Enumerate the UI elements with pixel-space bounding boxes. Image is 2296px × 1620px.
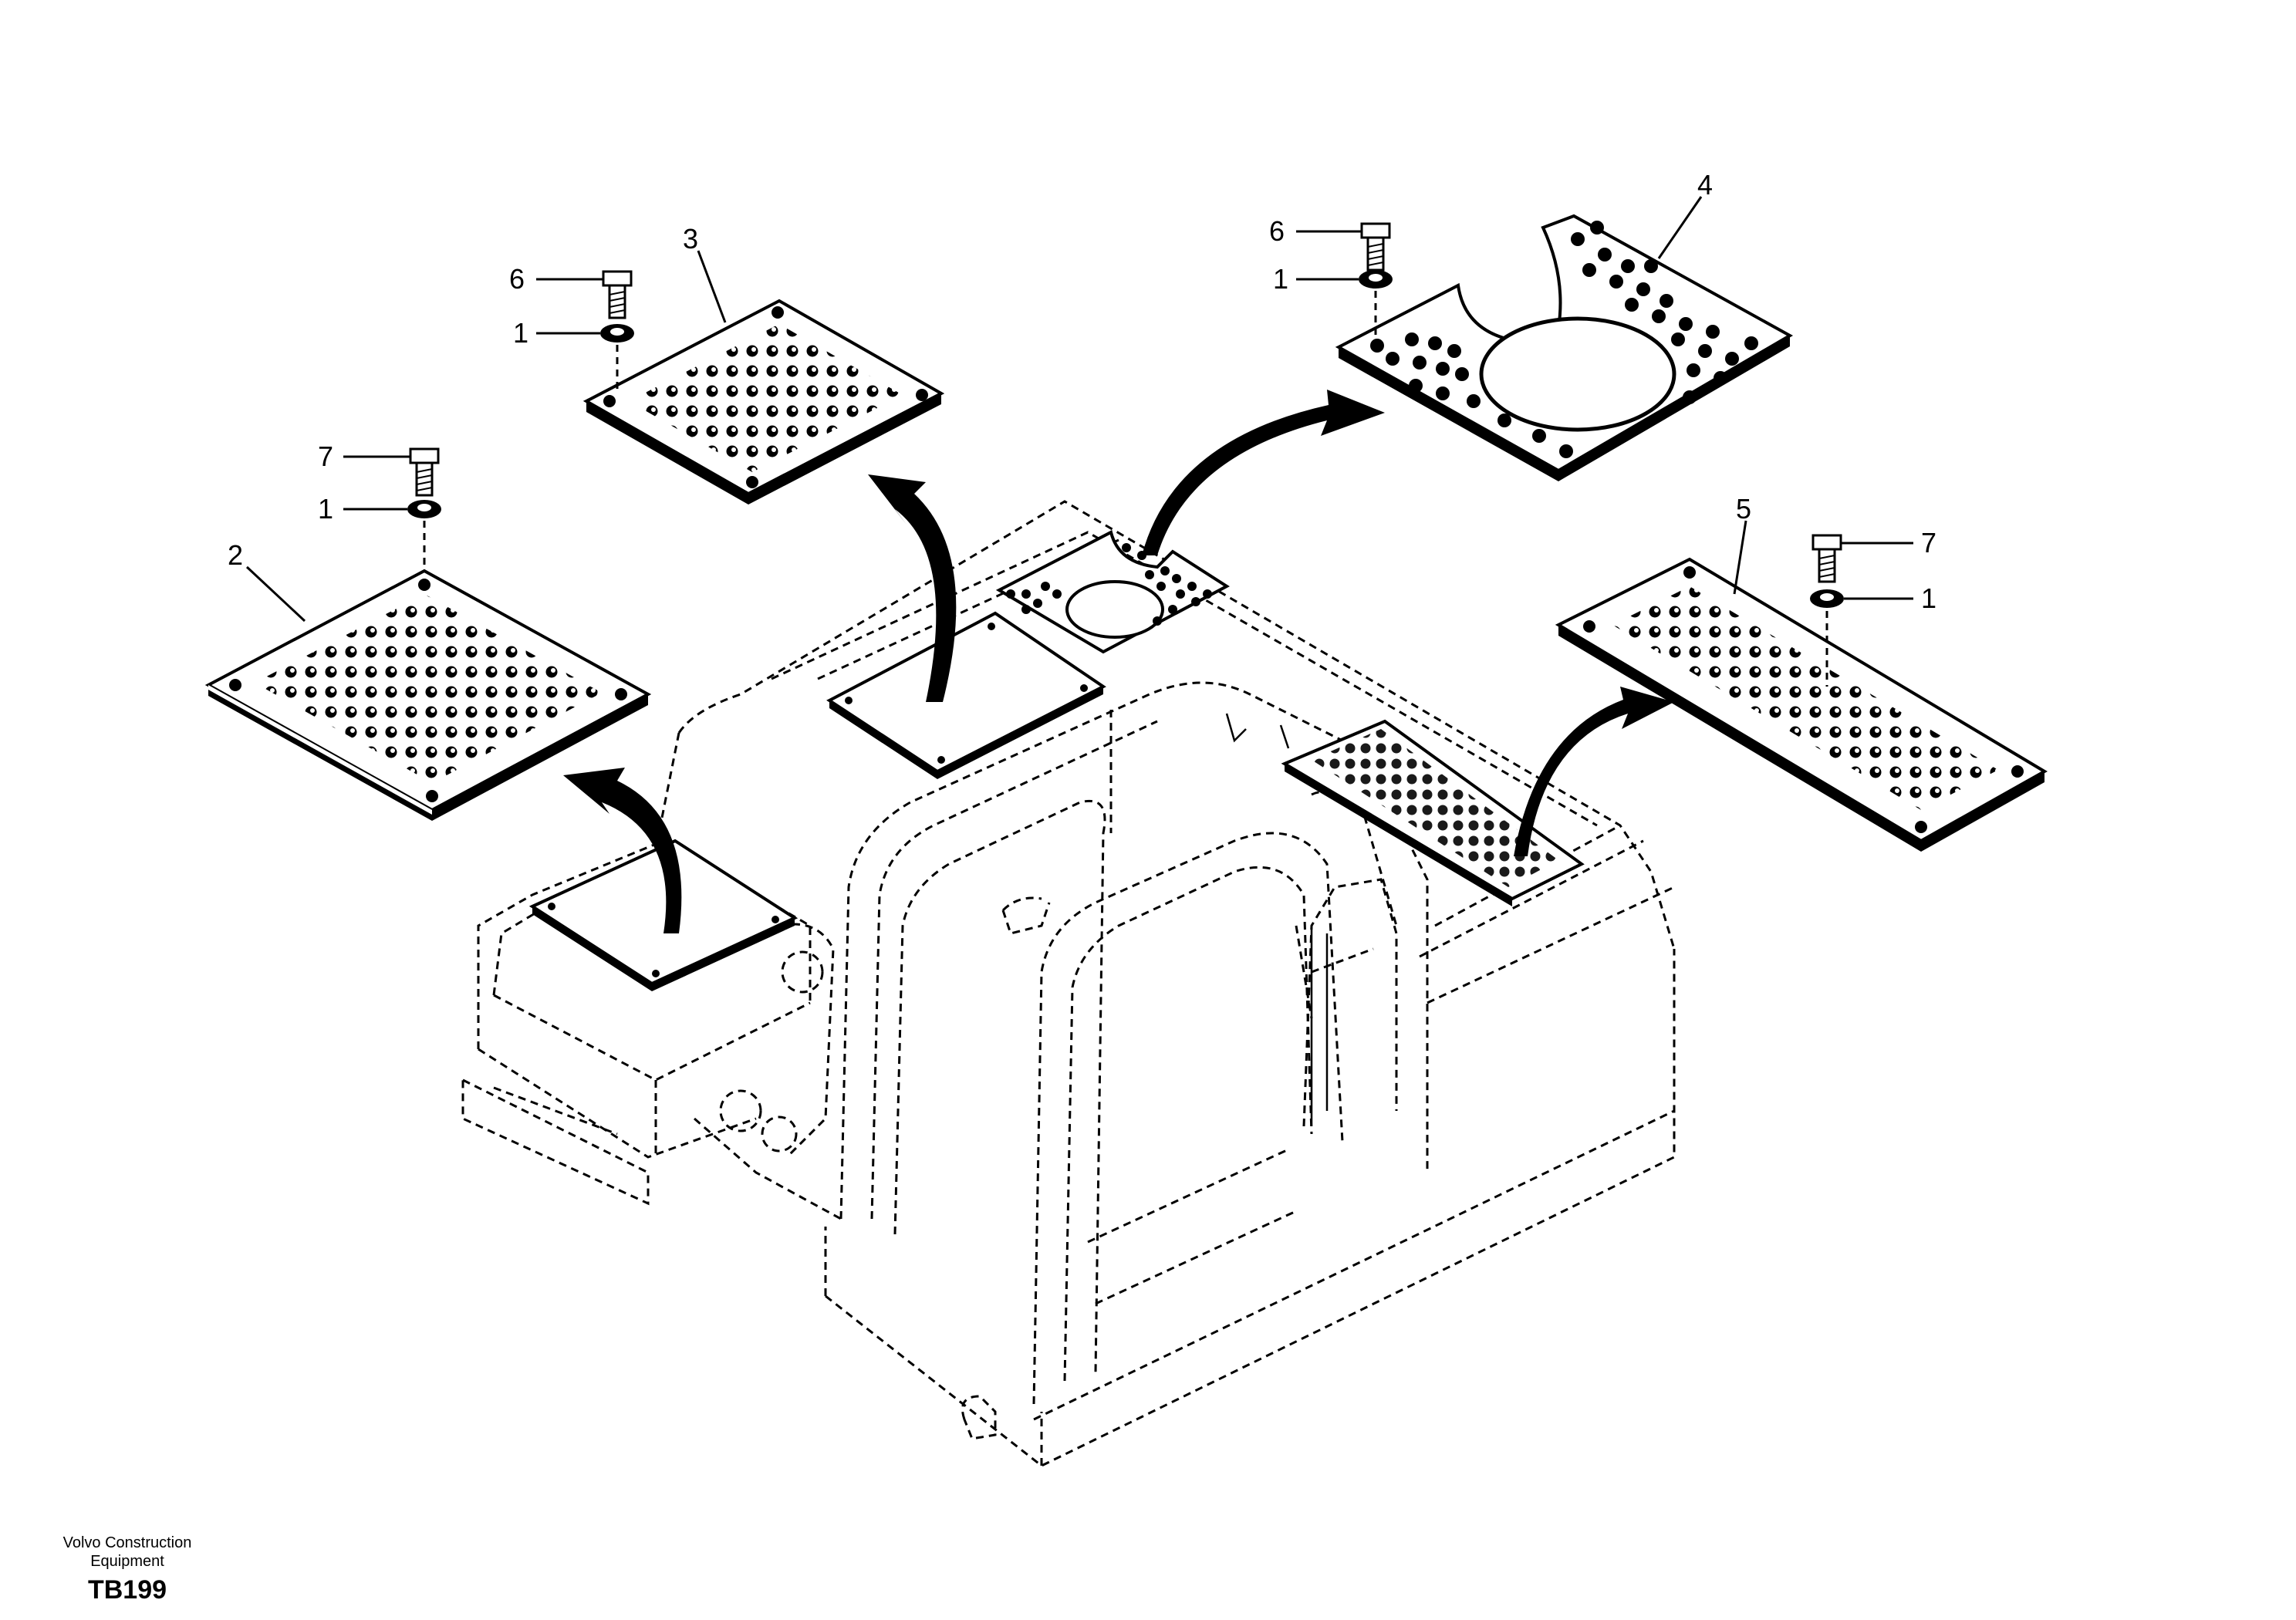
washer-icon (407, 270, 1844, 608)
plate-5 (1555, 557, 2048, 852)
bolt-threads (416, 243, 1835, 578)
callout-washer-1-plate4: 1 (1273, 263, 1288, 295)
callout-washer-1-left: 1 (318, 493, 333, 525)
footer-block: Volvo Construction Equipment TB199 (31, 1534, 224, 1605)
callout-plate-4: 4 (1697, 169, 1713, 201)
callout-bolt-6-plate3: 6 (509, 263, 525, 295)
plate-3 (582, 299, 945, 505)
callout-leaders (245, 196, 1913, 623)
plate-2-holes (255, 594, 602, 783)
plate-3-holes (629, 324, 903, 472)
cab-details (1225, 713, 1329, 1126)
curved-arrow-icon (563, 390, 1674, 933)
plate-4 (1335, 214, 1794, 481)
callout-bolt-7-left: 7 (318, 440, 333, 472)
callout-plate-2: 2 (228, 539, 243, 571)
plate-5-installed (1281, 719, 1585, 906)
callout-plate-3: 3 (683, 223, 698, 255)
plate-3-installed (826, 611, 1106, 779)
callout-bolt-7-right: 7 (1921, 527, 1936, 559)
plate-5-holes (1612, 586, 1998, 810)
maker-line-2: Equipment (90, 1553, 164, 1570)
plate-4-holes (1370, 221, 1758, 458)
callout-plate-5: 5 (1736, 493, 1751, 525)
callout-washer-1-plate3: 1 (513, 317, 528, 349)
plate-4-installed (995, 530, 1230, 654)
plate-2-installed (528, 839, 799, 991)
diagram-code: TB199 (87, 1575, 167, 1605)
plate-2 (204, 569, 652, 821)
maker-line-1: Volvo Construction (62, 1534, 192, 1551)
assembly-lines (423, 291, 1828, 687)
callout-washer-1-right: 1 (1921, 582, 1936, 614)
callout-bolt-6-plate4: 6 (1269, 215, 1285, 247)
